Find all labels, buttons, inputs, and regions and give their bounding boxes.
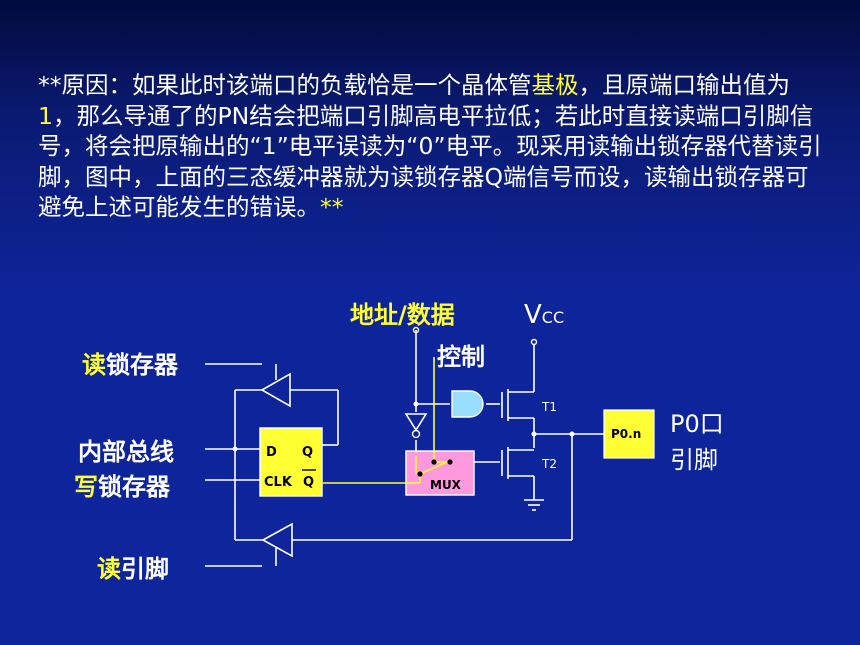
vcc-node xyxy=(530,338,538,346)
write-latch-label: 写锁存器 xyxy=(74,473,170,501)
latch-qbar-label: Q xyxy=(303,475,314,490)
port-pin-box xyxy=(603,409,655,459)
read-latch-buffer-icon xyxy=(260,372,291,408)
read-latch-label: 读锁存器 xyxy=(82,351,178,379)
internal-bus-label: 内部总线 xyxy=(78,438,174,466)
explanation-highlight-base: 基极 xyxy=(531,71,579,99)
mux-block xyxy=(405,450,475,496)
explanation-text: **原因：如果此时该端口的负载恰是一个晶体管基极，且原端口输出值为 1，那么导通了… xyxy=(38,70,828,223)
explanation-part: **原因：如果此时该端口的负载恰是一个晶体管 xyxy=(38,71,532,99)
explanation-part: ，那么导通了的PN结会把端口引脚高电平拉低；若此时直接读端口引脚信号，将会把原输… xyxy=(38,101,822,222)
read-pin-buffer-icon xyxy=(261,522,293,558)
latch-q-label: Q xyxy=(302,445,313,460)
latch-clk-label: CLK xyxy=(264,475,293,490)
output-latch xyxy=(259,427,323,497)
address-data-label: 地址/数据 xyxy=(350,301,455,329)
explanation-part: ，且原端口输出值为 xyxy=(578,71,791,99)
inverter-icon xyxy=(404,413,428,432)
t2-label: T2 xyxy=(541,457,557,471)
port-label-line2: 引脚 xyxy=(670,446,718,474)
mux-label: MUX xyxy=(430,478,462,492)
pin-label: P0.n xyxy=(611,427,641,441)
control-label: 控制 xyxy=(437,343,485,371)
read-pin-label: 读引脚 xyxy=(97,555,169,583)
t1-label: T1 xyxy=(541,400,557,414)
and-gate-icon xyxy=(451,390,484,418)
vcc-label: VCC xyxy=(524,300,565,330)
explanation-highlight-one: 1 xyxy=(38,101,53,130)
latch-d-label: D xyxy=(266,445,277,460)
explanation-highlight-stars: ** xyxy=(320,193,344,221)
port-label-line1: P0口 xyxy=(670,410,724,438)
